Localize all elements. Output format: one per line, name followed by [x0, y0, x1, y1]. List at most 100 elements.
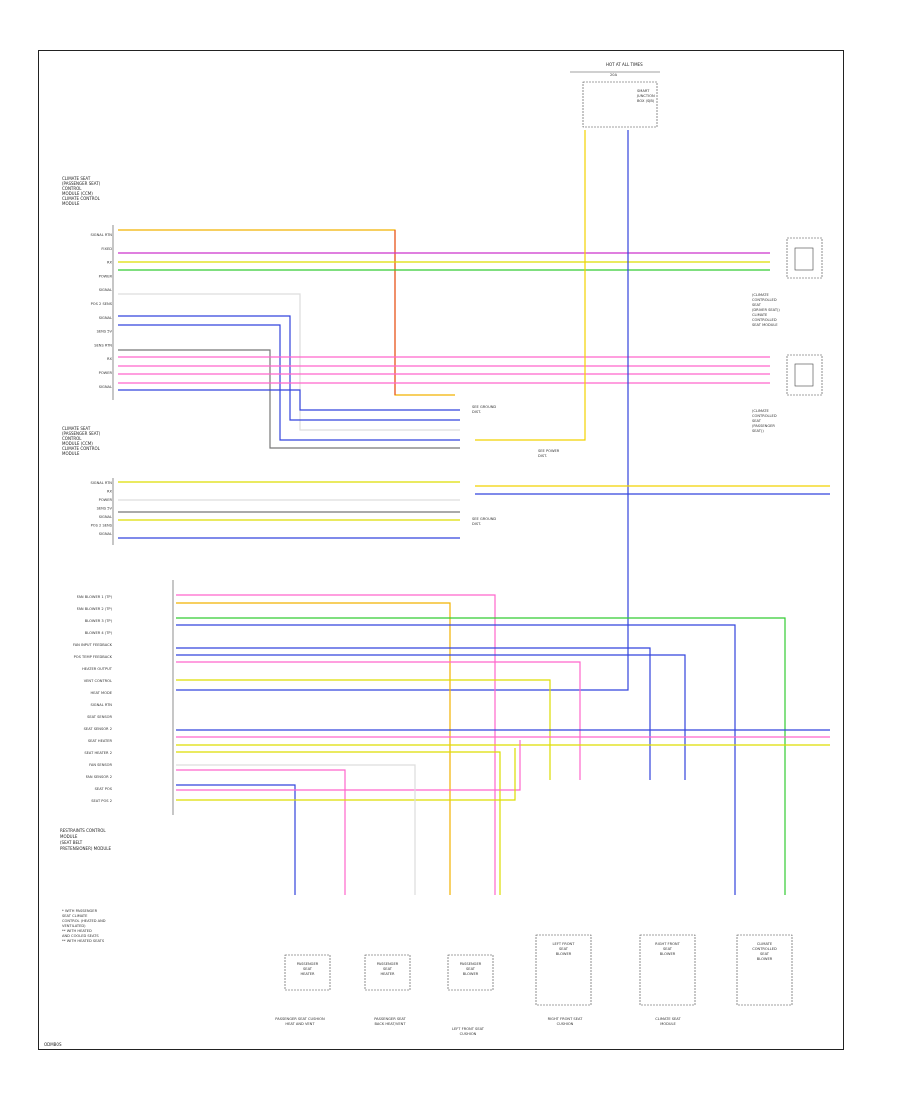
group-label-2-1: CUSHION	[460, 1032, 477, 1036]
component-box-0	[284, 954, 331, 991]
restraints-label-2: MODULE	[60, 834, 78, 839]
right-upper-label-4: (DRIVER SEAT))	[752, 308, 780, 312]
group-label-1-1: BACK HEAT/VENT	[374, 1022, 406, 1026]
group-label-4-0: CLIMATE SEAT	[655, 1017, 681, 1021]
mid-label-2a: SEE POWER	[538, 449, 560, 453]
pin-lower-2: POWER	[99, 498, 113, 502]
right-upper-label-2: CONTROLLED	[752, 298, 777, 302]
pin-upper-9: RX	[107, 357, 112, 361]
wire-39	[176, 764, 416, 895]
top-device-label-3: BOX (SJB)	[637, 99, 655, 103]
group-label-0-0: PASSENGER SEAT CUSHION	[275, 1017, 325, 1021]
pin-upper-8: SENS RTN	[94, 343, 112, 347]
component-box-4	[639, 934, 696, 1006]
note-2: SEAT CLIMATE	[62, 914, 88, 918]
right-upper-device: (CLIMATE CONTROLLED SEAT (DRIVER SEAT)) …	[752, 237, 823, 327]
wire-23	[176, 594, 496, 895]
wire-25	[176, 624, 736, 895]
pin-bottom-15: FAN SENSOR 2	[86, 775, 112, 779]
pin-labels: SIGNAL RTN FIXED RX POWER SIGNAL POS 2 SENS SI…	[73, 233, 113, 803]
wire-34	[176, 751, 501, 895]
notes-block: * WITH PASSENGER SEAT CLIMATE CONTROL (H…	[62, 909, 106, 943]
right-lower-device: (CLIMATE CONTROLLED SEAT (PASSENGER SEAT…	[752, 354, 823, 433]
note-5: ** WITH HEATED	[62, 929, 92, 933]
pin-upper-3: POWER	[99, 274, 113, 278]
pin-lower-1: RX	[107, 490, 112, 494]
pin-bottom-9: SIGNAL RTN	[90, 703, 112, 707]
wire-0	[118, 229, 455, 396]
module-lower-5: CLIMATE CONTROL	[62, 446, 101, 451]
mid-label-1b: DIST.	[472, 410, 481, 414]
wire-13	[118, 389, 460, 411]
module-lower-3: CONTROL	[62, 436, 82, 441]
right-upper-label-5: CLIMATE	[752, 313, 768, 317]
top-connector-sub: 20A	[610, 73, 618, 77]
pin-lower-5: POS 2 SENS	[91, 524, 113, 528]
module-upper-2: (PASSENGER SEAT)	[62, 181, 101, 186]
component-label-3-1: SEAT	[559, 947, 569, 951]
component-box-3	[535, 934, 592, 1006]
bottom-components: PASSENGERSEATHEATERPASSENGERSEATHEATERPA…	[275, 934, 793, 1036]
group-label-3-0: RIGHT FRONT SEAT	[548, 1017, 584, 1021]
pin-upper-2: RX	[107, 261, 112, 265]
module-lower-4: MODULE (CCM)	[62, 441, 93, 446]
right-upper-label-3: SEAT	[752, 303, 762, 307]
pin-lower-6: SIGNAL	[99, 532, 112, 536]
right-upper-label-7: SEAT MODULE	[752, 323, 778, 327]
component-label-4-1: SEAT	[663, 947, 673, 951]
component-label-3-2: BLOWER	[556, 952, 572, 956]
mid-label-2b: DIST.	[538, 454, 547, 458]
diagram-frame	[38, 50, 844, 1050]
component-box-2	[447, 954, 494, 991]
component-label-0-2: HEATER	[300, 972, 315, 976]
pin-upper-10: POWER	[99, 371, 113, 375]
note-7: ** WITH HEATED SEATS	[62, 939, 105, 943]
pin-upper-11: SIGNAL	[99, 385, 112, 389]
mid-label-1a: SEE GROUND	[472, 405, 496, 409]
pin-bottom-14: FAN SENSOR	[89, 763, 112, 767]
note-1: * WITH PASSENGER	[62, 909, 98, 913]
restraints-label-3: (SEAT BELT	[60, 840, 83, 845]
pin-bottom-2: BLOWER 3 (TP)	[85, 619, 113, 623]
wire-15	[176, 130, 629, 691]
component-label-2-1: SEAT	[466, 967, 476, 971]
right-lower-label-1: (CLIMATE	[752, 409, 769, 413]
component-label-4-2: BLOWER	[660, 952, 676, 956]
wire-37	[176, 740, 521, 791]
group-label-4-1: MODULE	[660, 1022, 676, 1026]
pin-bottom-0: FAN BLOWER 1 (TP)	[77, 595, 113, 599]
wire-8	[118, 349, 460, 449]
wire-35	[176, 769, 346, 895]
restraints-label-4: PRETENSIONER) MODULE	[60, 846, 112, 851]
component-box-5	[736, 934, 793, 1006]
group-label-2-0: LEFT FRONT SEAT	[452, 1027, 485, 1031]
component-label-2-0: PASSENGER	[460, 962, 482, 966]
pin-bottom-16: SEAT POS	[95, 787, 113, 791]
module-lower-2: (PASSENGER SEAT)	[62, 431, 101, 436]
right-upper-label-6: CONTROLLED	[752, 318, 777, 322]
pin-bottom-17: SEAT POS 2	[91, 799, 112, 803]
component-label-1-2: HEATER	[380, 972, 395, 976]
upper-module-block: CLIMATE SEAT (PASSENGER SEAT) CONTROL MO…	[62, 176, 101, 206]
pin-upper-4: SIGNAL	[99, 288, 112, 292]
group-label-0-1: HEAT AND VENT	[285, 1022, 315, 1026]
top-connector-label: HOT AT ALL TIMES	[606, 62, 643, 67]
group-label-1-0: PASSENGER SEAT	[374, 1017, 406, 1021]
mid-label-3a: SEE GROUND	[472, 517, 496, 521]
wire-14	[475, 130, 586, 441]
wire-30	[176, 679, 551, 780]
wire-5	[118, 293, 460, 431]
footer-code: ODMB0S	[44, 1042, 62, 1047]
component-label-0-0: PASSENGER	[297, 962, 319, 966]
right-lower-label-2: CONTROLLED	[752, 414, 777, 418]
top-device-label-2: JUNCTION	[636, 94, 655, 98]
pin-bottom-6: HEATER OUTPUT	[82, 667, 113, 671]
pin-upper-1: FIXED	[101, 247, 112, 251]
component-label-1-1: SEAT	[383, 967, 393, 971]
component-label-3-0: LEFT FRONT	[553, 942, 576, 946]
component-label-0-1: SEAT	[303, 967, 313, 971]
pin-bottom-12: SEAT HEATER	[88, 739, 113, 743]
mid-label-3b: DIST.	[472, 522, 481, 526]
wire-26	[176, 617, 786, 895]
